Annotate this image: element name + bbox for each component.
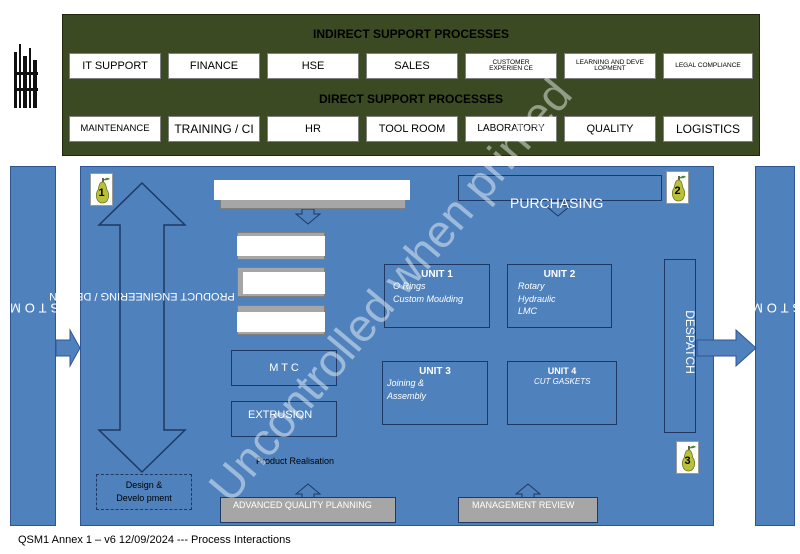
- unit-2-desc-line-1: Rotary: [518, 281, 545, 291]
- unit-4-desc-line-1: CUT GASKETS: [534, 377, 591, 386]
- indirect-process-finance: FINANCE: [168, 53, 260, 79]
- arrow-up-from-aqp-icon: [294, 483, 322, 499]
- arrow-despatch-to-customer-icon: [696, 328, 757, 368]
- customer-bar-left: [10, 166, 56, 526]
- badge-2-number: 2: [674, 185, 681, 197]
- direct-process-training-ci: TRAINING / CI: [168, 116, 260, 142]
- unit-4-title: UNIT 4: [547, 366, 577, 376]
- unit-1-title: UNIT 1: [421, 269, 453, 280]
- indirect-process-customer-experience: CUSTOMER EXPERIEN CE: [465, 53, 557, 79]
- despatch-label: DESPATCH: [683, 310, 697, 374]
- extrusion-box: EXTRUSION: [231, 401, 337, 437]
- mtc-box: M T C: [231, 350, 337, 386]
- direct-process-laboratory: LABORATORY: [465, 116, 557, 142]
- indirect-process-it-support: IT SUPPORT: [69, 53, 161, 79]
- badge-1-number: 1: [98, 187, 105, 199]
- support-processes-panel: INDIRECT SUPPORT PROCESSES IT SUPPORT FI…: [62, 14, 760, 156]
- unit-3-title: UNIT 3: [419, 366, 451, 377]
- unit-3-desc-line-1: Joining &: [387, 378, 425, 388]
- arrow-double-vertical-icon: [97, 181, 187, 474]
- stack-box-1: [237, 236, 325, 256]
- badge-2: 2: [666, 171, 689, 204]
- unit-2-title: UNIT 2: [543, 269, 576, 280]
- design-development-label: Design & Develo pment: [116, 479, 172, 503]
- unit-2-desc-line-3: LMC: [518, 306, 538, 317]
- direct-process-logistics: LOGISTICS: [663, 116, 753, 142]
- advanced-quality-planning-box: ADVANCED QUALITY PLANNING: [220, 497, 396, 523]
- stack-box-2: [243, 272, 325, 294]
- unit-1-desc-line-1: O Rings: [393, 281, 426, 291]
- unit-4-box: UNIT 4 CUT GASKETS: [507, 361, 617, 425]
- unit-1-box: UNIT 1 O Rings Custom Moulding: [384, 264, 490, 328]
- main-process-area: [80, 166, 714, 526]
- arrow-customer-to-process-icon: [55, 328, 81, 368]
- badge-3: 3: [676, 441, 699, 474]
- direct-process-tool-room: TOOL ROOM: [366, 116, 458, 142]
- unit-2-box: UNIT 2 Rotary Hydraulic LMC: [507, 264, 612, 328]
- badge-1: 1: [90, 173, 113, 206]
- product-realisation-label: Product Realisation: [256, 456, 335, 466]
- customer-bar-right: [755, 166, 795, 526]
- direct-process-hr: HR: [267, 116, 359, 142]
- direct-process-maintenance: MAINTENANCE: [69, 116, 161, 142]
- unit-3-box: UNIT 3 Joining & Assembly: [382, 361, 488, 425]
- company-logo: [12, 42, 40, 114]
- stack-box-3: [237, 312, 325, 332]
- management-review-box: MANAGEMENT REVIEW: [458, 497, 598, 523]
- top-input-block: [214, 180, 410, 200]
- footer-caption: QSM1 Annex 1 – v6 12/09/2024 --- Process…: [18, 534, 291, 546]
- direct-process-quality: QUALITY: [564, 116, 656, 142]
- unit-3-desc-line-2: Assembly: [387, 391, 427, 402]
- extrusion-label: EXTRUSION: [248, 409, 313, 421]
- arrow-down-from-purchasing-icon: [544, 200, 572, 217]
- purchasing-box: [458, 175, 662, 201]
- arrow-down-to-mtc-icon: [294, 208, 322, 225]
- product-engineering-label: PRODUCT ENGINEERING / DESIGN: [49, 290, 235, 302]
- badge-3-number: 3: [684, 455, 691, 467]
- indirect-process-learning-development: LEARNING AND DEVE LOPMENT: [564, 53, 656, 79]
- management-review-label: MANAGEMENT REVIEW: [472, 500, 575, 510]
- despatch-box: [664, 259, 696, 433]
- pear-icon: [95, 177, 110, 204]
- purchasing-label: PURCHASING: [510, 195, 604, 211]
- pear-icon: [671, 175, 686, 202]
- design-development-box: Design & Develo pment: [96, 474, 192, 510]
- advanced-quality-planning-label: ADVANCED QUALITY PLANNING: [233, 500, 372, 510]
- pear-icon: [681, 445, 696, 472]
- indirect-process-sales: SALES: [366, 53, 458, 79]
- unit-2-desc-line-2: Hydraulic: [518, 293, 556, 304]
- indirect-process-legal-compliance: LEGAL COMPLIANCE: [663, 53, 753, 79]
- direct-support-heading: DIRECT SUPPORT PROCESSES: [318, 92, 504, 106]
- unit-1-desc-line-2: Custom Moulding: [393, 294, 464, 305]
- indirect-support-heading: INDIRECT SUPPORT PROCESSES: [312, 27, 510, 41]
- indirect-process-hse: HSE: [267, 53, 359, 79]
- mtc-label: M T C: [269, 362, 299, 374]
- arrow-up-from-management-review-icon: [514, 483, 542, 499]
